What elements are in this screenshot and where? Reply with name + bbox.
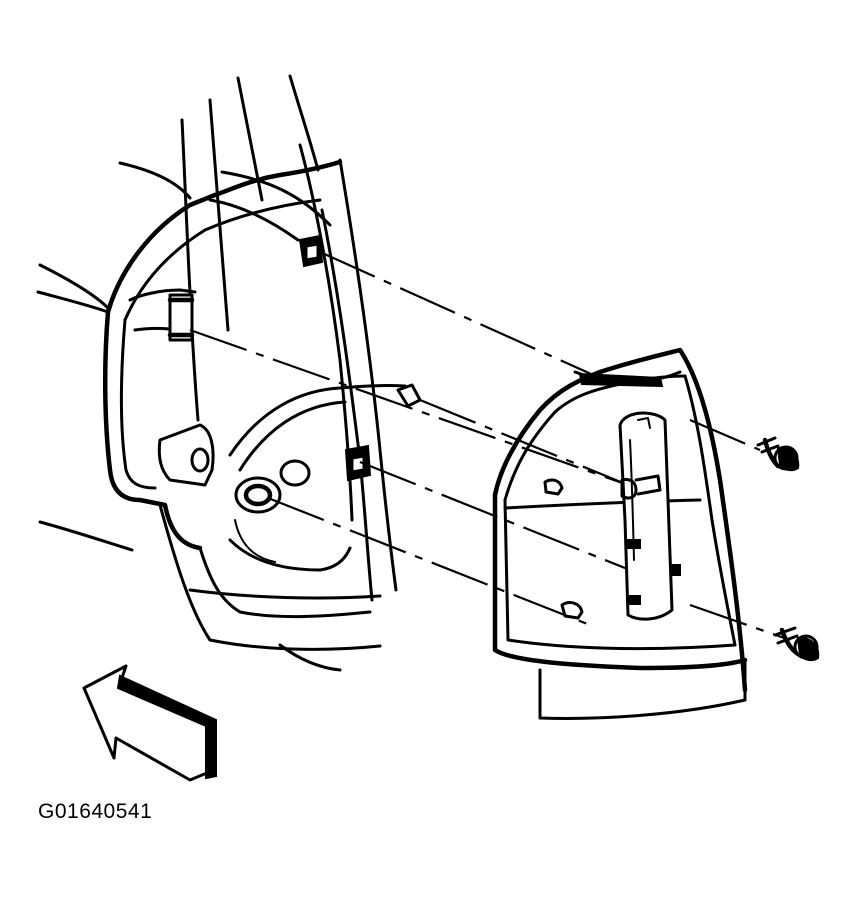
mounting-screw-icon: [773, 626, 820, 662]
forward-direction-arrow-icon: [82, 664, 217, 782]
vehicle-body-panel-icon: [36, 74, 422, 672]
bulb-socket-icon: [620, 478, 638, 500]
small-clip-icon: [396, 383, 422, 408]
lower-clip-icon: [157, 423, 215, 487]
bulb-holder-panel-icon: [618, 411, 674, 621]
upper-clip-icon: [168, 293, 194, 342]
tail-lamp-assembly-icon: [492, 347, 748, 720]
lower-bulb-icon: [560, 601, 584, 620]
mounting-screw-icon: [756, 436, 800, 472]
lamp-socket-hole-icon: [234, 476, 282, 514]
upper-bulb-icon: [543, 478, 564, 496]
figure-caption: G01640541: [38, 800, 153, 823]
